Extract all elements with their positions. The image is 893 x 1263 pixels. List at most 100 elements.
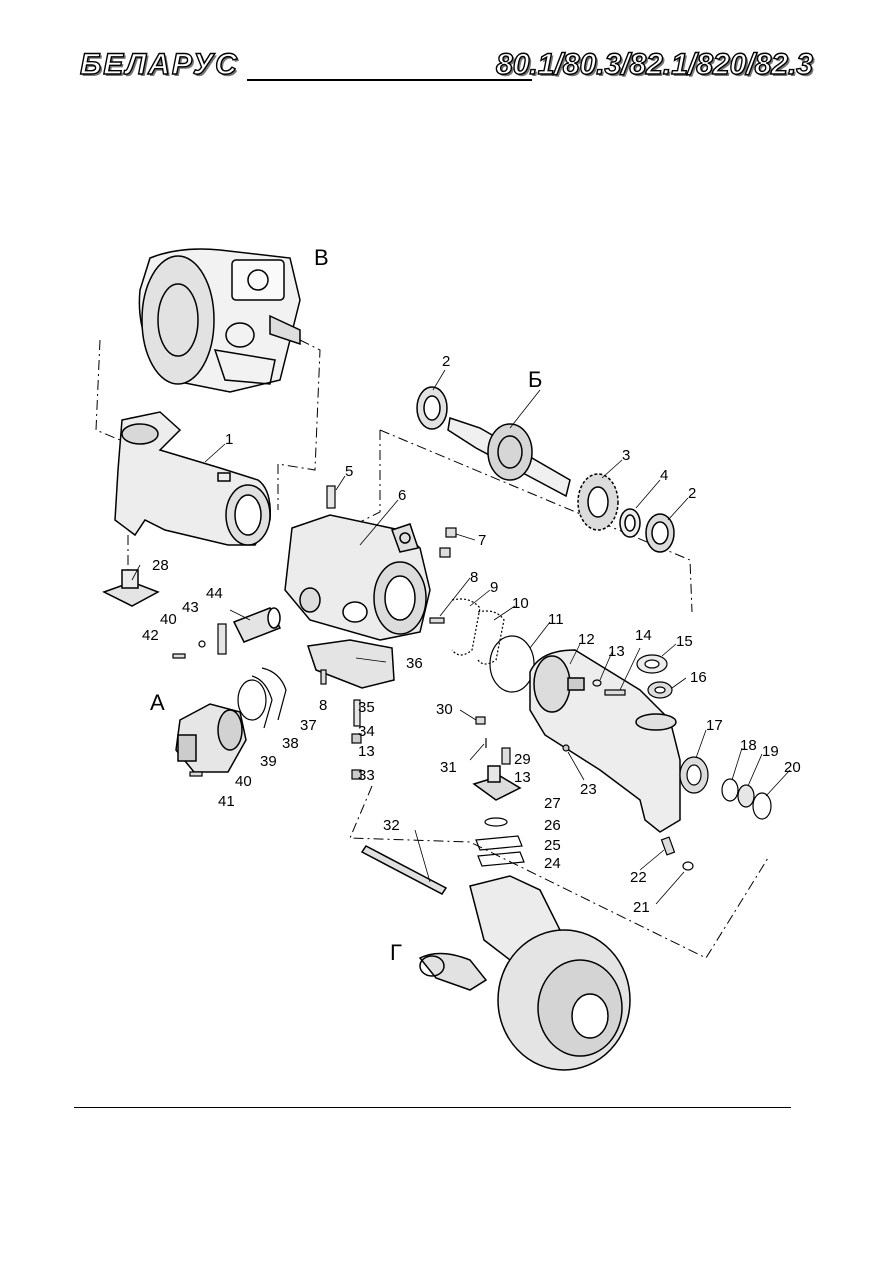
part-12-right-beam — [529, 649, 681, 833]
label-18: 18 — [740, 737, 757, 754]
label-40: 40 — [160, 611, 177, 628]
assembly-label-a: А — [150, 690, 165, 715]
assembly-g-hub — [418, 875, 631, 1071]
part-17-sleeve — [679, 756, 709, 794]
part-40-washer — [198, 640, 206, 648]
part-7-nuts — [439, 527, 457, 558]
part-2-bearing-right — [645, 513, 675, 553]
part-27-cover — [472, 765, 522, 801]
label-24: 24 — [544, 855, 561, 872]
label-8b: 8 — [319, 697, 327, 714]
label-2: 2 — [442, 353, 450, 370]
label-9: 9 — [490, 579, 498, 596]
label-23: 23 — [580, 781, 597, 798]
part-15-washer — [636, 654, 668, 674]
label-39: 39 — [260, 753, 277, 770]
part-22-pin — [660, 836, 676, 856]
footer-rule — [74, 1107, 791, 1108]
part-1-left-beam — [114, 411, 271, 546]
part-32-tie-rod — [360, 845, 448, 895]
label-35: 35 — [358, 699, 375, 716]
label-2b: 2 — [688, 485, 696, 502]
part-4-ring — [619, 508, 641, 538]
label-16: 16 — [690, 669, 707, 686]
label-11: 11 — [548, 611, 564, 628]
part-29-bolt — [501, 747, 511, 765]
part-33-nut — [351, 769, 362, 780]
label-31: 31 — [440, 759, 457, 776]
part-36-bracket — [307, 639, 395, 689]
label-6: 6 — [398, 487, 406, 504]
part-14-bolt — [604, 689, 626, 696]
label-22: 22 — [630, 869, 647, 886]
label-38: 38 — [282, 735, 299, 752]
label-13c: 13 — [514, 769, 531, 786]
part-19-ring — [737, 784, 755, 808]
label-10: 10 — [512, 595, 529, 612]
part-21-washer — [682, 861, 694, 871]
label-28: 28 — [152, 557, 169, 574]
part-26-oring — [484, 817, 508, 827]
label-7: 7 — [478, 532, 486, 549]
label-14: 14 — [635, 627, 652, 644]
label-15: 15 — [676, 633, 693, 650]
label-43: 43 — [182, 599, 199, 616]
part-35-stud — [353, 699, 361, 727]
part-9-gasket — [451, 598, 481, 656]
label-36: 36 — [406, 655, 423, 672]
assembly-label-v: В — [314, 245, 329, 270]
part-13-washer-top — [592, 679, 602, 687]
label-3: 3 — [622, 447, 630, 464]
part-24-gasket — [477, 851, 525, 867]
part-39-oring — [237, 679, 267, 721]
label-20: 20 — [784, 759, 801, 776]
label-17: 17 — [706, 717, 723, 734]
part-8-pin-lower — [320, 669, 327, 685]
part-42-bolt — [172, 653, 186, 659]
label-30: 30 — [436, 701, 453, 718]
part-3-bevel-gear — [577, 473, 619, 531]
assembly-v-housing — [138, 248, 301, 393]
part-number-labels: 1 2 2 3 4 5 6 7 8 8 9 10 11 12 13 13 13 … — [142, 353, 801, 916]
part-5-bolt — [326, 485, 336, 509]
label-37: 37 — [300, 717, 317, 734]
part-34-nut — [351, 733, 362, 744]
assembly-letters: В Б А Г — [150, 245, 542, 965]
part-37-gasket — [261, 667, 287, 721]
assembly-a-motor — [175, 703, 247, 773]
label-44: 44 — [206, 585, 223, 602]
label-33: 33 — [358, 767, 375, 784]
part-30-nut — [475, 716, 486, 725]
assembly-label-b: Б — [528, 367, 542, 392]
part-b-shaft — [416, 386, 571, 498]
label-1: 1 — [225, 431, 233, 448]
part-20-ring — [752, 792, 772, 820]
part-41-bolt — [189, 771, 203, 777]
label-40b: 40 — [235, 773, 252, 790]
part-44-sleeve — [232, 607, 282, 643]
assembly-label-g: Г — [390, 940, 402, 965]
label-13: 13 — [608, 643, 625, 660]
label-5: 5 — [345, 463, 353, 480]
label-34: 34 — [358, 723, 375, 740]
label-32: 32 — [383, 817, 400, 834]
part-16-bearing — [647, 681, 673, 699]
part-38-gasket — [251, 675, 273, 729]
assembly-lines — [95, 339, 769, 959]
part-23-plug — [562, 744, 570, 752]
label-29: 29 — [514, 751, 531, 768]
label-12: 12 — [578, 631, 595, 648]
model-list: 80.1/80.3/82.1/820/82.3 — [495, 47, 813, 81]
brand-logo: БЕЛАРУС — [79, 47, 239, 81]
label-8: 8 — [470, 569, 478, 586]
label-13b: 13 — [358, 743, 375, 760]
label-27: 27 — [544, 795, 561, 812]
label-41: 41 — [218, 793, 235, 810]
part-6-center-housing — [284, 514, 431, 641]
part-11-oring — [489, 635, 535, 693]
part-28-support — [102, 569, 160, 607]
part-25-gasket — [475, 835, 523, 851]
label-19: 19 — [762, 743, 779, 760]
part-43-plate — [217, 623, 227, 655]
